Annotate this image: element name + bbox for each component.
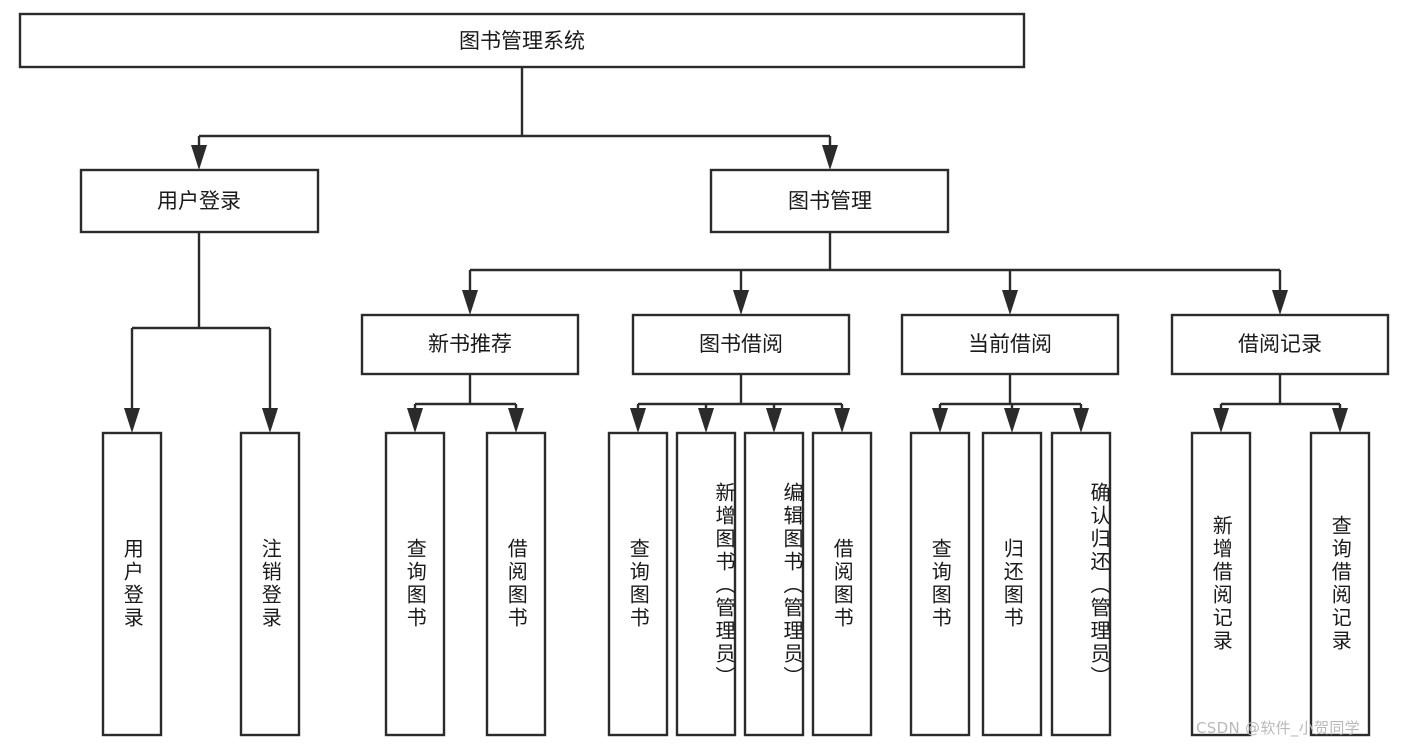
node-user-login-label: 用户登录	[157, 189, 241, 213]
node-book-manage-box[interactable]	[709, 168, 950, 234]
leaf-box-confirm-return-admin[interactable]	[1050, 431, 1112, 737]
node-root-box[interactable]	[18, 12, 1026, 69]
arrow-head-borrow-record	[1272, 290, 1288, 315]
leaf-box-logout[interactable]	[239, 431, 301, 737]
arrow-head-leaf-query-book-borrow	[630, 408, 646, 433]
arrow-head-leaf-edit-book-admin	[766, 408, 782, 433]
leaf-box-query-borrow-record[interactable]	[1309, 431, 1371, 737]
node-current-borrow-box[interactable]	[900, 313, 1120, 376]
leaf-box-user-login[interactable]	[101, 431, 163, 737]
leaf-box-query-book-borrow[interactable]	[607, 431, 669, 737]
leaf-box-layer[interactable]	[101, 431, 1371, 737]
arrow-head-leaf-borrow-book	[834, 408, 850, 433]
node-new-book-rec-label: 新书推荐	[428, 332, 512, 356]
leaf-box-edit-book-admin[interactable]	[743, 431, 805, 737]
leaf-box-return-book[interactable]	[981, 431, 1043, 737]
node-user-login[interactable]: 用户登录	[79, 168, 320, 234]
arrow-head-leaf-return-book	[1004, 408, 1020, 433]
node-book-borrow[interactable]: 图书借阅	[631, 313, 851, 376]
node-book-manage[interactable]: 图书管理	[709, 168, 950, 234]
leaf-box-borrow-book-rec[interactable]	[485, 431, 547, 737]
node-root[interactable]: 图书管理系统	[18, 12, 1026, 69]
node-borrow-record[interactable]: 借阅记录	[1170, 313, 1390, 376]
node-borrow-record-label: 借阅记录	[1238, 332, 1322, 356]
node-user-login-box[interactable]	[79, 168, 320, 234]
leaf-box-query-book-rec[interactable]	[384, 431, 446, 737]
arrow-head-current-borrow	[1002, 290, 1018, 315]
arrow-head-new-book-rec	[462, 290, 478, 315]
arrow-head-leaf-query-borrow-record	[1332, 408, 1348, 433]
node-borrow-record-box[interactable]	[1170, 313, 1390, 376]
node-new-book-rec-box[interactable]	[360, 313, 580, 376]
arrow-head-user-login	[191, 145, 207, 170]
node-book-borrow-box[interactable]	[631, 313, 851, 376]
arrow-head-leaf-logout	[262, 408, 278, 433]
connector-layer	[124, 67, 1348, 433]
node-book-manage-label: 图书管理	[788, 189, 872, 213]
arrow-head-leaf-confirm-return-admin	[1073, 408, 1089, 433]
arrow-head-leaf-user-login	[124, 408, 140, 433]
arrow-head-leaf-query-book-current	[932, 408, 948, 433]
leaf-box-add-book-admin[interactable]	[675, 431, 737, 737]
leaf-box-borrow-book[interactable]	[811, 431, 873, 737]
node-current-borrow-label: 当前借阅	[968, 332, 1052, 356]
node-new-book-rec[interactable]: 新书推荐	[360, 313, 580, 376]
arrow-head-book-manage	[822, 145, 838, 170]
node-root-label: 图书管理系统	[459, 29, 585, 53]
node-book-borrow-label: 图书借阅	[699, 332, 783, 356]
arrow-head-leaf-query-book-rec	[407, 408, 423, 433]
leaf-box-query-book-current[interactable]	[909, 431, 971, 737]
node-current-borrow[interactable]: 当前借阅	[900, 313, 1120, 376]
leaf-box-add-borrow-record[interactable]	[1190, 431, 1252, 737]
arrow-head-leaf-borrow-book-rec	[508, 408, 524, 433]
arrow-head-leaf-add-borrow-record	[1213, 408, 1229, 433]
arrow-head-leaf-add-book-admin	[698, 408, 714, 433]
arrow-head-book-borrow	[733, 290, 749, 315]
csdn-watermark: CSDN @软件_小贺同学	[1196, 719, 1360, 737]
